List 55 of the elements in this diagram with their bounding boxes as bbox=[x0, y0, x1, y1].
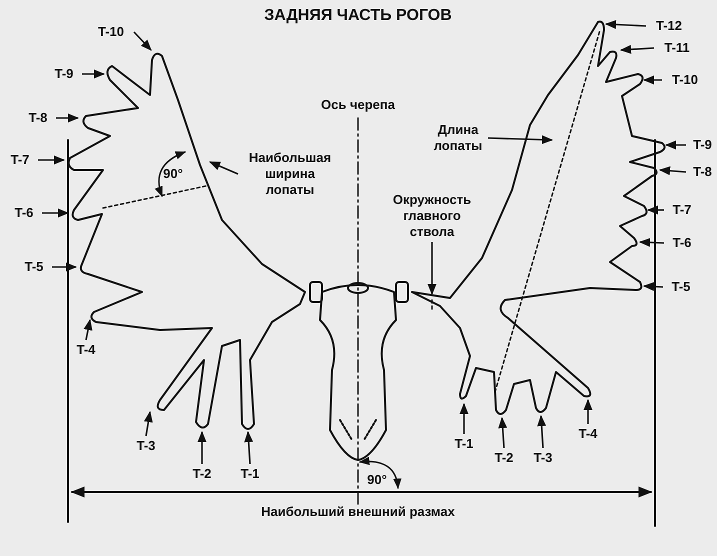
tine-label: T-7 bbox=[4, 152, 36, 168]
tine-label: T-6 bbox=[8, 205, 40, 221]
tine-label: T-4 bbox=[572, 426, 604, 442]
tine-label: T-5 bbox=[18, 259, 50, 275]
angle-label: 90° bbox=[366, 472, 388, 488]
leader-line bbox=[620, 44, 654, 54]
tine-label: T-12 bbox=[648, 18, 690, 34]
measurement-label: Окружность главного ствола bbox=[380, 192, 484, 240]
leader-line bbox=[584, 398, 592, 424]
tine-label: T-1 bbox=[234, 466, 266, 482]
leader-line bbox=[52, 262, 78, 272]
leader-line bbox=[460, 402, 468, 434]
leader-line bbox=[646, 206, 664, 214]
dimension-label: Наибольший внешний размах bbox=[260, 504, 456, 520]
leader-line bbox=[38, 156, 66, 164]
leader-line bbox=[56, 114, 80, 122]
measurement-label: Наибольшая ширина лопаты bbox=[240, 150, 340, 198]
leader-line bbox=[244, 430, 254, 464]
tine-label: T-11 bbox=[656, 40, 698, 56]
tine-label: T-2 bbox=[488, 450, 520, 466]
tine-label: T-9 bbox=[688, 137, 717, 153]
tine-label: T-7 bbox=[666, 202, 698, 218]
leader-line bbox=[198, 430, 206, 464]
title: ЗАДНЯЯ ЧАСТЬ РОГОВ bbox=[263, 8, 453, 24]
axis-label: Ось черепа bbox=[320, 97, 396, 113]
tine-label: T-8 bbox=[688, 164, 717, 180]
leader-line bbox=[84, 318, 92, 340]
tine-label: T-10 bbox=[90, 24, 132, 40]
leader-line bbox=[604, 20, 646, 29]
leader-line bbox=[642, 76, 662, 84]
tine-label: T-8 bbox=[22, 110, 54, 126]
tine-label: T-9 bbox=[48, 66, 80, 82]
leader-line bbox=[42, 208, 70, 218]
leader-line bbox=[638, 238, 664, 247]
tine-label: T-3 bbox=[130, 438, 162, 454]
leader-line bbox=[208, 161, 238, 175]
leader-line bbox=[537, 414, 546, 448]
tine-label: T-4 bbox=[70, 342, 102, 358]
leader-line bbox=[658, 166, 686, 176]
leader-line bbox=[488, 135, 554, 144]
leader-line bbox=[82, 70, 106, 78]
leader-line bbox=[133, 31, 152, 51]
tine-label: T-1 bbox=[448, 436, 480, 452]
measurement-label: Длина лопаты bbox=[430, 122, 486, 154]
tine-label: T-2 bbox=[186, 466, 218, 482]
leader-line bbox=[664, 140, 686, 150]
tine-label: T-3 bbox=[527, 450, 559, 466]
leader-line bbox=[428, 242, 436, 296]
tine-label: T-10 bbox=[664, 72, 706, 88]
tine-label: T-6 bbox=[666, 235, 698, 251]
leader-line bbox=[642, 282, 664, 291]
angle-label: 90° bbox=[162, 166, 184, 182]
tine-label: T-5 bbox=[665, 279, 697, 295]
leader-line bbox=[144, 410, 153, 436]
leader-line bbox=[498, 416, 508, 448]
